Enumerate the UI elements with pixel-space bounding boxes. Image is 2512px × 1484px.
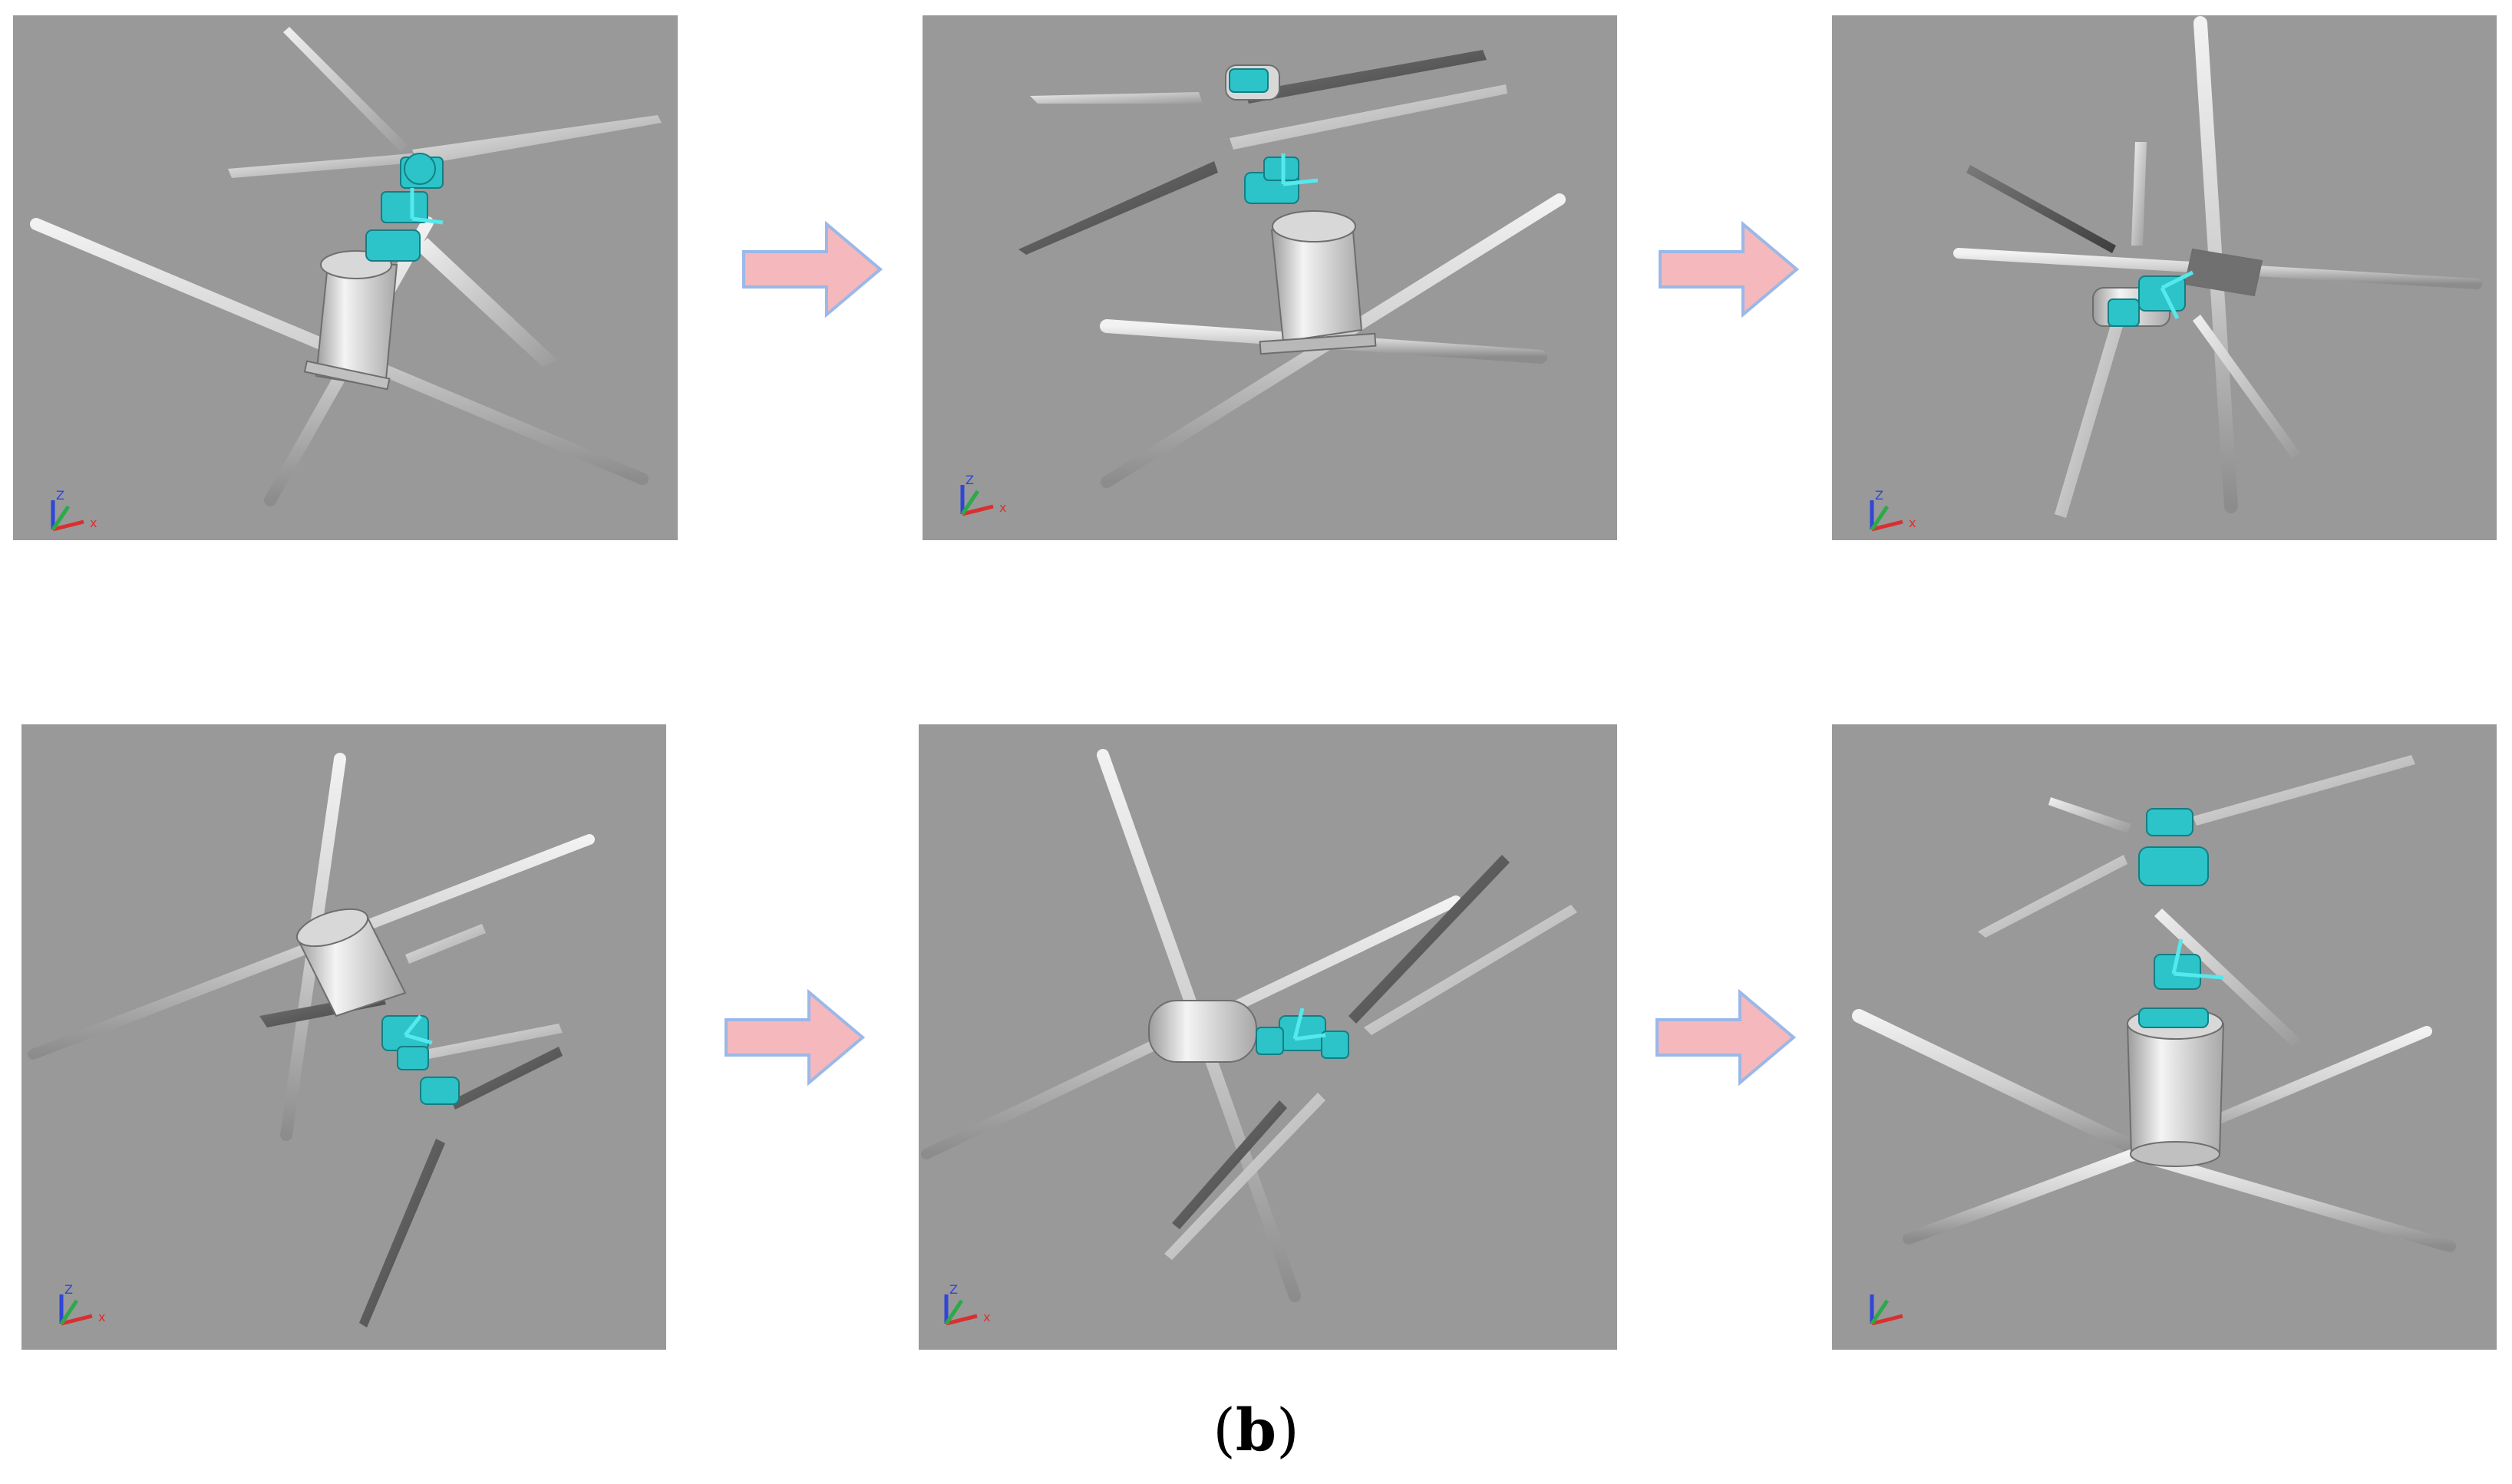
caption-open-paren: ( (1213, 1396, 1236, 1464)
simulation-frame-3: Z x (1832, 15, 2497, 540)
arrow-icon (742, 221, 883, 318)
axis-triad-icon (59, 1294, 93, 1326)
rotor-model-2 (1018, 50, 1566, 488)
axis-label-z: Z (1875, 488, 1883, 503)
axis-label-x: x (999, 500, 1007, 515)
rotor-model-6 (1852, 755, 2456, 1252)
simulation-frame-4: Z x (21, 724, 666, 1350)
axis-label-z: Z (966, 473, 974, 487)
rotor-model-1 (30, 27, 662, 506)
axis-triad-icon (1870, 1294, 1903, 1326)
simulation-frame-1: Z x (13, 15, 678, 540)
simulation-frame-2: Z x (923, 15, 1617, 540)
caption-close-paren: ) (1276, 1396, 1299, 1464)
axis-triad-icon (1870, 500, 1903, 532)
axis-label-x: x (98, 1310, 106, 1324)
axis-triad-icon (51, 500, 84, 532)
axis-label-x: x (90, 516, 97, 530)
simulation-frame-5: Z x (919, 724, 1617, 1350)
rotor-model-3 (1953, 16, 2482, 518)
axis-label-x: x (1909, 516, 1916, 530)
figure-caption: (b) (0, 1401, 2512, 1459)
rotor-model-5 (921, 749, 1577, 1302)
axis-triad-icon (960, 485, 994, 516)
axis-label-z: Z (56, 488, 64, 503)
arrow-icon (725, 989, 866, 1086)
axis-label-z: Z (64, 1282, 73, 1297)
caption-letter: b (1235, 1396, 1277, 1464)
simulation-frame-6 (1832, 724, 2497, 1350)
arrow-icon (1659, 221, 1800, 318)
arrow-icon (1655, 989, 1797, 1086)
axis-label-x: x (983, 1310, 991, 1324)
axis-label-z: Z (949, 1282, 958, 1297)
axis-triad-icon (944, 1294, 978, 1326)
rotor-model-4 (28, 753, 595, 1327)
